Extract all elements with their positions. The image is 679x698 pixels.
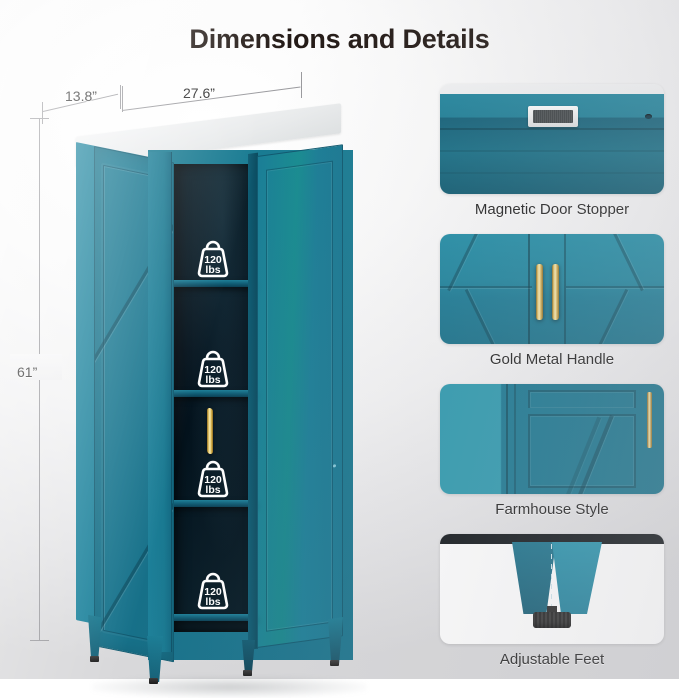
shelf-4 xyxy=(170,614,258,621)
product-hero: 13.8” 27.6” 61” 120 xyxy=(0,62,430,698)
floor-shadow xyxy=(92,676,367,698)
feature-label: Adjustable Feet xyxy=(499,651,605,668)
adjustable-foot-pad xyxy=(533,612,571,628)
right-door-inner-frame xyxy=(266,160,333,632)
leg-right-face xyxy=(552,542,602,614)
width-tick-left xyxy=(122,86,123,112)
svg-text:lbs: lbs xyxy=(205,484,220,496)
page-title: Dimensions and Details xyxy=(189,24,490,54)
gold-handle-bar-left xyxy=(536,264,543,320)
right-door-open xyxy=(257,144,343,648)
magnetic-stopper-part xyxy=(528,106,578,127)
shelf-1 xyxy=(170,280,258,287)
height-tick-bottom xyxy=(30,640,49,641)
door-panel-icon xyxy=(440,384,664,494)
magnet-icon xyxy=(440,84,664,194)
leg-seam xyxy=(551,544,552,612)
weight-value: 120 xyxy=(204,254,222,266)
shelf-3 xyxy=(170,500,258,507)
svg-text:lbs: lbs xyxy=(205,374,220,386)
cabinet-interior xyxy=(170,164,258,632)
storage-cabinet-illustration: 120 lbs 120 lbs 120 lbs xyxy=(52,103,402,698)
feature-card-farmhouse-style: Farmhouse Style xyxy=(440,384,664,528)
screw-hole xyxy=(645,114,652,119)
weight-badge: 120 lbs xyxy=(195,238,231,278)
depth-label: 13.8” xyxy=(65,88,97,104)
cabinet-leg xyxy=(242,640,255,676)
svg-text:lbs: lbs xyxy=(205,596,220,608)
height-label-mask xyxy=(10,354,62,380)
weight-badge: 120 lbs xyxy=(195,458,231,498)
foot-stem xyxy=(547,606,557,615)
svg-text:120: 120 xyxy=(204,364,222,376)
width-tick-right xyxy=(301,72,302,98)
left-door-edge xyxy=(148,152,172,652)
svg-text:120: 120 xyxy=(204,474,222,486)
weight-unit: lbs xyxy=(205,264,220,276)
depth-tick-right xyxy=(120,85,121,109)
weight-badge: 120 lbs xyxy=(195,348,231,388)
foot-icon xyxy=(440,534,664,644)
cabinet-foot xyxy=(243,670,252,676)
right-door-latch-dot xyxy=(333,464,336,468)
depth-tick-left xyxy=(42,102,43,124)
cabinet-leg xyxy=(147,636,163,682)
feature-list: Magnetic Door Stopper Gold Metal Handle xyxy=(440,84,664,684)
height-tick-top xyxy=(30,118,49,119)
shelf-2 xyxy=(170,390,258,397)
gold-handle-icon xyxy=(207,407,213,455)
gold-handle-edge xyxy=(647,392,652,448)
leg-left-face xyxy=(512,542,556,614)
feature-card-magnetic-door-stopper: Magnetic Door Stopper xyxy=(440,84,664,228)
svg-text:120: 120 xyxy=(204,586,222,598)
feature-label: Farmhouse Style xyxy=(495,501,609,518)
cabinet-base-edge xyxy=(440,534,664,544)
feature-label: Gold Metal Handle xyxy=(489,351,615,368)
width-label: 27.6” xyxy=(183,85,215,101)
feature-card-adjustable-feet: Adjustable Feet xyxy=(440,534,664,678)
handle-icon xyxy=(440,234,664,344)
gold-handle-bar-right xyxy=(552,264,559,320)
height-label: 61” xyxy=(17,364,38,380)
cabinet-leg xyxy=(88,615,102,662)
weight-badge: 120 lbs xyxy=(195,570,231,610)
feature-card-gold-metal-handle: Gold Metal Handle xyxy=(440,234,664,378)
cabinet-foot xyxy=(330,660,339,666)
cabinet-foot xyxy=(90,656,99,662)
feature-label: Magnetic Door Stopper xyxy=(474,201,630,218)
